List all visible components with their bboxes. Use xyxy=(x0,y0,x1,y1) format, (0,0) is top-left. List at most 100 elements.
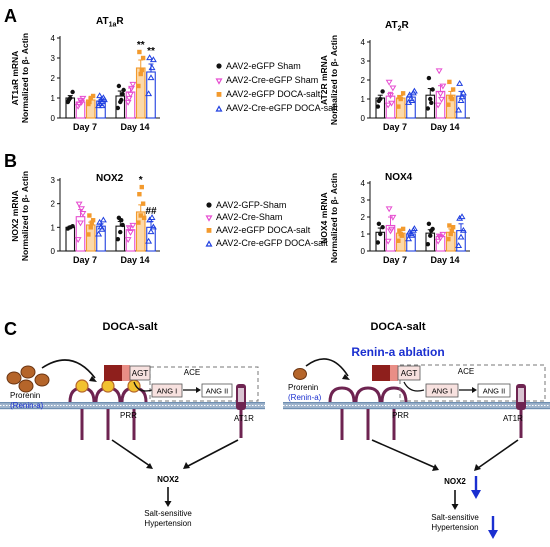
x-tick-label: Day 14 xyxy=(120,255,149,265)
data-point xyxy=(87,99,92,105)
data-point xyxy=(378,231,383,237)
y-axis-label-line2: Normalized to β- Actin xyxy=(20,33,30,123)
data-point xyxy=(70,89,75,95)
ras-box-right xyxy=(399,364,546,402)
data-point xyxy=(397,94,402,100)
data-point xyxy=(136,220,141,225)
x-tick-label: Day 7 xyxy=(73,122,97,132)
data-point xyxy=(78,206,85,213)
panel-label-a: A xyxy=(4,6,17,26)
data-point xyxy=(70,223,75,229)
significance-marker: * xyxy=(139,175,143,186)
data-point xyxy=(447,223,452,228)
data-point xyxy=(455,242,463,248)
data-point xyxy=(456,80,464,86)
data-point xyxy=(457,97,465,103)
data-point xyxy=(115,105,121,111)
arrow-agt-ang1-left xyxy=(133,381,153,392)
data-point xyxy=(400,91,406,96)
legend-b-label-4: AAV2-Cre-eGFP DOCA-salt xyxy=(216,238,328,248)
chart-title: NOX2 xyxy=(96,173,124,184)
legend-b-marker-1 xyxy=(206,202,212,208)
ang2-label-right: ANG II xyxy=(483,387,506,396)
data-point xyxy=(375,104,381,109)
data-point xyxy=(125,95,133,102)
data-point xyxy=(396,238,401,243)
data-point xyxy=(90,93,96,99)
y-tick-label: 4 xyxy=(361,38,366,47)
outcome-line2-left: Hypertension xyxy=(144,519,191,528)
data-point xyxy=(376,221,382,226)
y-axis-label: AT1aR mRNANormalized to β- Actin xyxy=(10,33,30,123)
y-tick-label: 0 xyxy=(51,247,56,256)
prorenin-label-left: Prorenin xyxy=(10,391,40,400)
arrow-prr-nox2-right xyxy=(371,439,437,469)
prr-receptors-right xyxy=(328,386,408,440)
chart-title-suffix: R xyxy=(116,16,124,27)
data-point xyxy=(400,226,406,232)
data-point xyxy=(140,201,146,206)
data-point xyxy=(119,218,124,223)
data-point xyxy=(388,100,395,107)
chart-title-suffix: R xyxy=(402,20,410,31)
ang2-label-left: ANG II xyxy=(206,387,229,396)
agt-label-right: AGT xyxy=(401,369,418,378)
data-point xyxy=(384,238,392,245)
data-point xyxy=(98,102,106,109)
agt-molecule-right xyxy=(372,365,421,381)
arrow-at1r-nox2-left xyxy=(187,439,239,467)
data-point xyxy=(128,85,135,92)
arrowhead-prorenin-binding-left xyxy=(89,376,97,382)
data-point xyxy=(95,230,103,237)
data-point xyxy=(129,81,137,88)
data-point xyxy=(79,211,87,217)
prorenin-molecules-left xyxy=(6,365,50,393)
data-point xyxy=(410,87,418,94)
data-point xyxy=(434,238,442,245)
nox2-label-right: NOX2 xyxy=(444,477,466,486)
data-point xyxy=(446,236,451,242)
y-axis-label-line1: AT1aR mRNA xyxy=(10,51,20,106)
y-axis-label-line2: Normalized to β- Actin xyxy=(329,173,339,263)
legend-a-label-2: AAV2-Cre-eGFP Sham xyxy=(226,75,318,85)
data-point xyxy=(458,93,466,100)
legend-b-label-1: AAV2-GFP-Sham xyxy=(216,200,286,210)
data-point xyxy=(385,206,393,213)
ang2-box-left xyxy=(201,383,233,398)
y-axis-label: NOX4 mRNANormalized to β- Actin xyxy=(319,173,339,263)
arrow-prorenin-right xyxy=(305,358,349,377)
ang1-label-right: ANG I xyxy=(432,387,452,396)
data-point xyxy=(437,91,444,98)
ang1-box-right xyxy=(425,383,459,398)
chart-title-subscript: 1a xyxy=(109,22,117,29)
data-point xyxy=(148,64,156,71)
data-point xyxy=(399,233,404,238)
y-tick-label: 1 xyxy=(361,230,366,239)
data-point xyxy=(428,233,433,238)
data-point xyxy=(384,102,392,109)
data-point xyxy=(426,75,432,81)
legend-a-marker-1 xyxy=(216,63,222,69)
chart-title: AT1aR xyxy=(96,16,124,29)
data-point xyxy=(389,85,397,92)
arrow-at1r-nox2-right xyxy=(477,439,519,469)
data-point xyxy=(127,91,134,98)
data-point xyxy=(376,98,382,104)
data-point xyxy=(119,97,124,103)
data-point xyxy=(88,225,93,230)
y-tick-label: 0 xyxy=(361,247,366,256)
x-tick-label: Day 14 xyxy=(430,255,459,265)
data-point xyxy=(406,228,414,235)
bar xyxy=(456,95,466,119)
data-point xyxy=(120,91,125,97)
renin-label-right: (Renin-a) xyxy=(288,393,322,402)
y-axis-label-line1: AT2R mRNA xyxy=(319,55,329,105)
ang1-box-left xyxy=(151,383,183,398)
outcome-line1-right: Salt-sensitive xyxy=(431,513,479,522)
legend-a-label-1: AAV2-eGFP Sham xyxy=(226,61,301,71)
data-point xyxy=(148,214,156,220)
data-point xyxy=(458,213,466,220)
